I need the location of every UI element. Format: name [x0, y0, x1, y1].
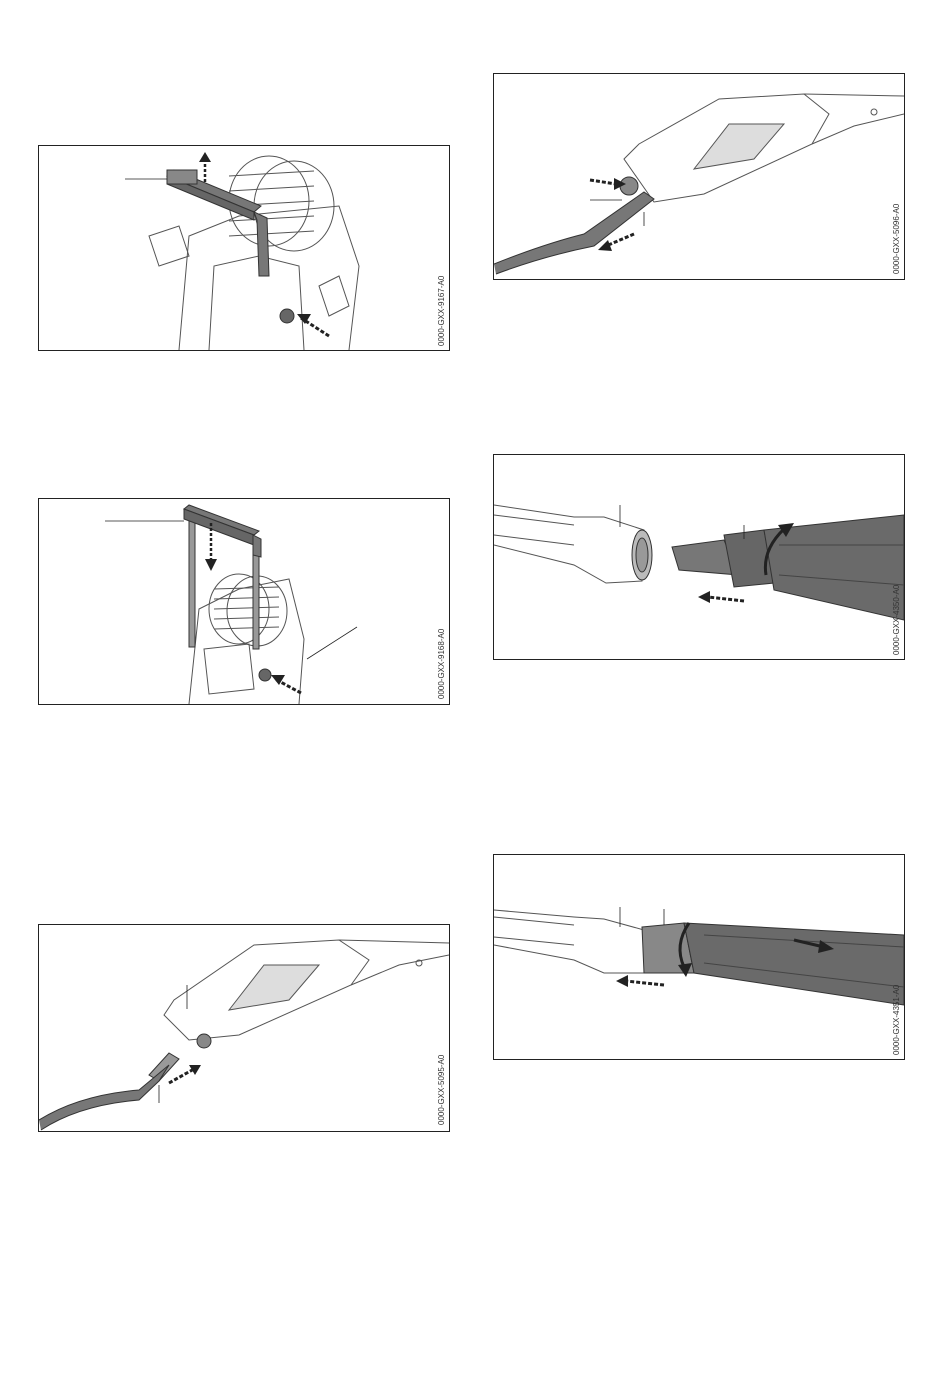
illustration-gun-release	[494, 74, 904, 279]
figure-code: 0000-GXX-4351-A0	[892, 985, 901, 1055]
figure-lance-lock: 0000-GXX-4351-A0	[493, 854, 905, 1060]
illustration-handle-up	[39, 146, 449, 350]
illustration-handle-down	[39, 499, 449, 704]
figure-code: 0000-GXX-5096-A0	[892, 204, 901, 274]
figure-code: 0000-GXX-4350-A0	[892, 585, 901, 655]
figure-lance-attach: 0000-GXX-4350-A0	[493, 454, 905, 660]
illustration-lance-attach	[494, 455, 904, 659]
figure-code: 0000-GXX-5095-A0	[437, 1055, 446, 1125]
figure-code: 0000-GXX-9168-A0	[437, 629, 446, 699]
figure-gun-connect: 0000-GXX-5095-A0	[38, 924, 450, 1132]
figure-handle-up: 0000-GXX-9167-A0	[38, 145, 450, 351]
figure-handle-down: 0000-GXX-9168-A0	[38, 498, 450, 705]
illustration-gun-connect	[39, 925, 449, 1131]
figure-code: 0000-GXX-9167-A0	[437, 276, 446, 346]
illustration-lance-lock	[494, 855, 904, 1059]
figure-gun-release: 0000-GXX-5096-A0	[493, 73, 905, 280]
